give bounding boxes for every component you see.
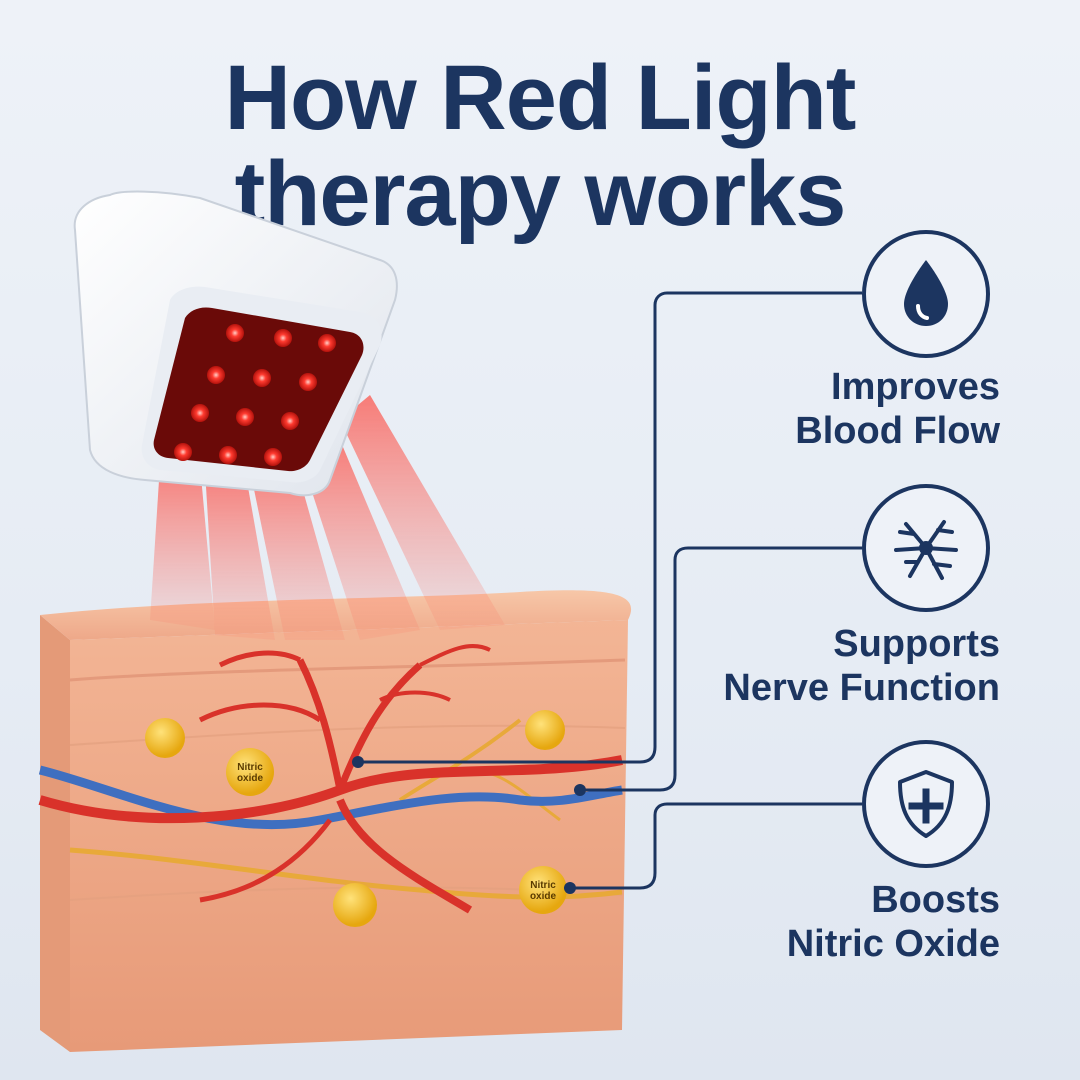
artery-branch-4 — [198, 702, 322, 723]
light-beam-5 — [340, 395, 505, 630]
red-light-device — [73, 190, 398, 497]
led-array — [174, 324, 336, 466]
benefit-3-label: Boosts Nitric Oxide — [786, 879, 1000, 965]
artery-branch-7 — [419, 644, 491, 667]
skin-front-face — [70, 620, 628, 1052]
benefit-2-label: Supports Nerve Function — [723, 623, 1000, 709]
led — [264, 448, 282, 466]
connector-dot-nitric — [564, 882, 576, 894]
benefit-2: Supports Nerve Function — [640, 622, 1000, 710]
connector-dot-nerve — [574, 784, 586, 796]
connector-blood-flow — [358, 291, 862, 764]
led — [207, 366, 225, 384]
skin-layer-line-1 — [69, 658, 626, 682]
led — [299, 373, 317, 391]
light-beam-1 — [150, 465, 215, 630]
benefit-2-icon-circle — [862, 484, 990, 612]
molecule-3 — [333, 883, 377, 927]
led — [281, 412, 299, 430]
artery-branch-1 — [296, 658, 344, 791]
connector-dot-blood — [352, 756, 364, 768]
benefit-1: Improves Blood Flow — [640, 365, 1000, 453]
benefit-3: Boosts Nitric Oxide — [640, 878, 1000, 966]
benefit-1-label: Improves Blood Flow — [795, 366, 1000, 452]
molecule-nitric-oxide-b — [519, 866, 567, 914]
led — [174, 443, 192, 461]
artery-branch-8 — [379, 690, 451, 702]
led — [318, 334, 336, 352]
artery-branch-6 — [199, 818, 332, 903]
light-beam-4 — [300, 440, 420, 640]
molecule-2 — [525, 710, 565, 750]
red-light-beams — [150, 395, 505, 640]
connector-nerve-function — [580, 546, 862, 792]
led-panel — [153, 307, 364, 472]
led — [191, 404, 209, 422]
connector-nitric-oxide — [570, 802, 862, 890]
led — [219, 446, 237, 464]
title-line-1: How Red Light — [224, 47, 857, 149]
vein — [38, 765, 623, 830]
light-beam-3 — [250, 462, 345, 640]
led — [226, 324, 244, 342]
led — [253, 369, 271, 387]
nerve-cell-icon — [894, 520, 958, 580]
shield-plus-icon — [898, 770, 954, 838]
benefit-1-icon-circle — [862, 230, 990, 358]
light-beam-2 — [205, 470, 275, 640]
led — [236, 408, 254, 426]
molecule-1 — [145, 718, 185, 758]
skin-side-face — [40, 615, 70, 1052]
molecule-nitric-oxide-a — [226, 748, 274, 796]
connector-lines — [358, 291, 862, 890]
page-title: How Red Light therapy works — [0, 50, 1080, 242]
artery-branch-2 — [336, 662, 423, 792]
artery-branch-3 — [218, 650, 302, 668]
benefit-3-icon-circle — [862, 740, 990, 868]
led — [274, 329, 292, 347]
artery-branch-5 — [336, 798, 473, 914]
title-line-2: therapy works — [234, 143, 847, 245]
water-drop-icon — [904, 260, 948, 326]
